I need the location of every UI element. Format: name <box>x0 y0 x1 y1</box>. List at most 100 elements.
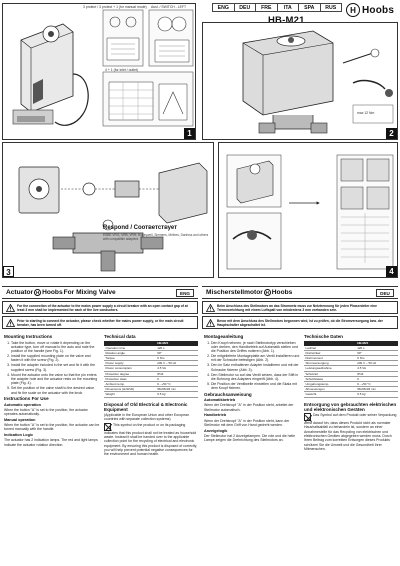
warning-triangle-icon <box>6 319 15 327</box>
tech-value: II <box>355 376 398 382</box>
eng-step: Mount the actuator onto the valve so tha… <box>11 373 100 386</box>
tech-value: 120 s <box>155 345 198 351</box>
tech-value: 6 Nm <box>155 355 198 362</box>
eng-use-title: Instructions For Use <box>4 396 49 401</box>
panel-number-4: 4 <box>386 266 397 277</box>
deu-disposal-text: Das Symbol auf dem Produkt oder seiner V… <box>304 413 397 452</box>
lang-tab-fre[interactable]: FRE <box>256 4 278 11</box>
deu-warning-2: Bevor mit dem Anschluss des Stellmotors … <box>202 316 398 329</box>
eng-disposal-title: Disposal of Old Electrical & Electronic … <box>104 401 188 412</box>
tech-value: 120 s <box>355 345 398 351</box>
table-row: Umgebungstemp.0...+50 °C <box>304 381 398 388</box>
lang-tab-rus[interactable]: RUS <box>325 5 337 11</box>
tech-param: Power supply <box>104 360 156 367</box>
tech-value: II <box>155 376 198 382</box>
lang-tab-eng[interactable]: ENG <box>213 4 235 11</box>
eng-title-suffix: For Mixing Valve <box>63 289 116 296</box>
lang-tab-ita[interactable]: ITA <box>278 4 299 11</box>
tech-value: 90° <box>355 350 398 356</box>
eng-warning-2: Prior to starting to connect the actuato… <box>2 316 198 329</box>
brand-logo-icon: H <box>346 3 360 17</box>
hoobs-logo-icon: H <box>34 289 42 296</box>
eng-tech-head-param <box>104 340 156 346</box>
panel-number-2: 2 <box>386 128 397 139</box>
warning-triangle-icon <box>206 319 215 327</box>
illustration-panel-2: max 12 Nm 2 <box>202 22 398 140</box>
lang-tab-spa[interactable]: SPA <box>299 4 321 11</box>
eng-title-brand: Hoobs <box>42 289 63 296</box>
tech-param: Laufzeit <box>304 345 356 351</box>
deu-disposal-title: Entsorgung von gebrauchten elektrischen … <box>304 401 397 412</box>
tech-param: Power consumption <box>104 365 156 372</box>
deu-step: Den Stellmotor so auf das Ventil setzen,… <box>211 373 300 382</box>
panel-1-caption-a: 3 protect / 3 protect + 1 (for manual mo… <box>83 5 147 9</box>
eng-warning-1-text: For the connection of the actuator to th… <box>17 303 188 313</box>
illustration-panel-3: Respond / Соответствует ESBE VRG, VRB, V… <box>2 142 214 278</box>
deu-section-header: Mischerstellmotor H Hoobs DEU <box>202 286 398 299</box>
compatibility-caption: ESBE VRG, VRB, VRH; Honeywell, Siemens, … <box>103 233 209 241</box>
tech-value: 230 V ~ 50 Hz <box>355 360 398 367</box>
deu-warning-1: Beim Anschluss des Stellmotors an das St… <box>202 301 398 314</box>
table-row: Ambient temp.0...+50 °C <box>104 381 198 388</box>
tech-value: 6 Nm <box>355 355 398 362</box>
deu-step: Die mitgelieferte Montageplatte am Venti… <box>211 354 300 363</box>
tech-param: Leistungsaufnahme <box>304 365 356 372</box>
tech-value: 96x96x93 mm <box>155 386 198 393</box>
eng-title-prefix: Actuator <box>6 289 34 296</box>
illustration-panel-4: 4 <box>218 142 398 278</box>
tech-param: Rotation angle <box>104 350 156 356</box>
mounting-illustration <box>242 30 394 134</box>
eng-warning-2-text: Prior to starting to connect the actuato… <box>17 318 184 328</box>
eng-manual-text: When the button "A" is set to the positi… <box>4 422 100 432</box>
eng-manual-title: Manual operation <box>4 417 36 422</box>
eng-auto-text: When the button "A" is set to the positi… <box>4 407 88 416</box>
tech-param: Ambient temp. <box>104 381 156 388</box>
panel-number-3: 3 <box>3 266 14 277</box>
lang-tab-deu[interactable]: DEU <box>235 4 256 11</box>
tech-value: IP44 <box>155 371 198 377</box>
deu-step: Den im Satz enthaltenen Adapter installi… <box>211 363 300 372</box>
eng-mounting-title: Mounting Instructions <box>4 334 53 339</box>
eng-auto-title: Automatic operation <box>4 402 41 407</box>
eng-step: Take the button, move or rotate it depen… <box>11 341 100 354</box>
deu-warning-2-text: Bevor mit dem Anschluss des Stellmotors … <box>217 318 383 328</box>
tech-value: 4.5 VA <box>155 365 198 372</box>
exploded-view-illustration <box>18 162 208 272</box>
deu-manual-title: Handbetrieb <box>204 413 227 418</box>
tech-value: 0...+50 °C <box>155 381 198 388</box>
deu-tech-head-param <box>304 340 356 346</box>
tech-value: 0.5 kg <box>155 391 198 398</box>
tech-param: Drehmoment <box>304 355 356 362</box>
brand-name: Hoobs <box>362 4 395 16</box>
deu-title-brand: Hoobs <box>271 289 293 296</box>
deu-warning-1-text: Beim Anschluss des Stellmotors an das St… <box>217 303 377 313</box>
weee-bin-icon <box>104 422 111 431</box>
eng-mounting-steps: Take the button, move or rotate it depen… <box>11 341 100 396</box>
deu-instructions-column: Montageanleitung Den Knopf nehmen, je na… <box>204 334 300 546</box>
language-tabs: ENG DEU FRE ITA SPA RUS <box>212 3 342 12</box>
deu-title: Mischerstellmotor H Hoobs <box>206 289 292 296</box>
deu-use-title: Gebrauchsanweisung <box>204 391 252 397</box>
tech-param: Weight <box>104 391 156 398</box>
eng-tech-title: Technical data <box>104 334 136 339</box>
deu-tech-head-model: HB-M21 <box>355 340 398 346</box>
eng-step: Install the supplied mounting plate on t… <box>11 354 100 363</box>
tech-param: Protection class <box>104 376 156 382</box>
eng-warning-1: For the connection of the actuator to th… <box>2 301 198 314</box>
eng-disposal-sub: (Applicable in the European Union and ot… <box>104 413 190 422</box>
eng-indication-title: Indication Logic <box>4 433 34 438</box>
